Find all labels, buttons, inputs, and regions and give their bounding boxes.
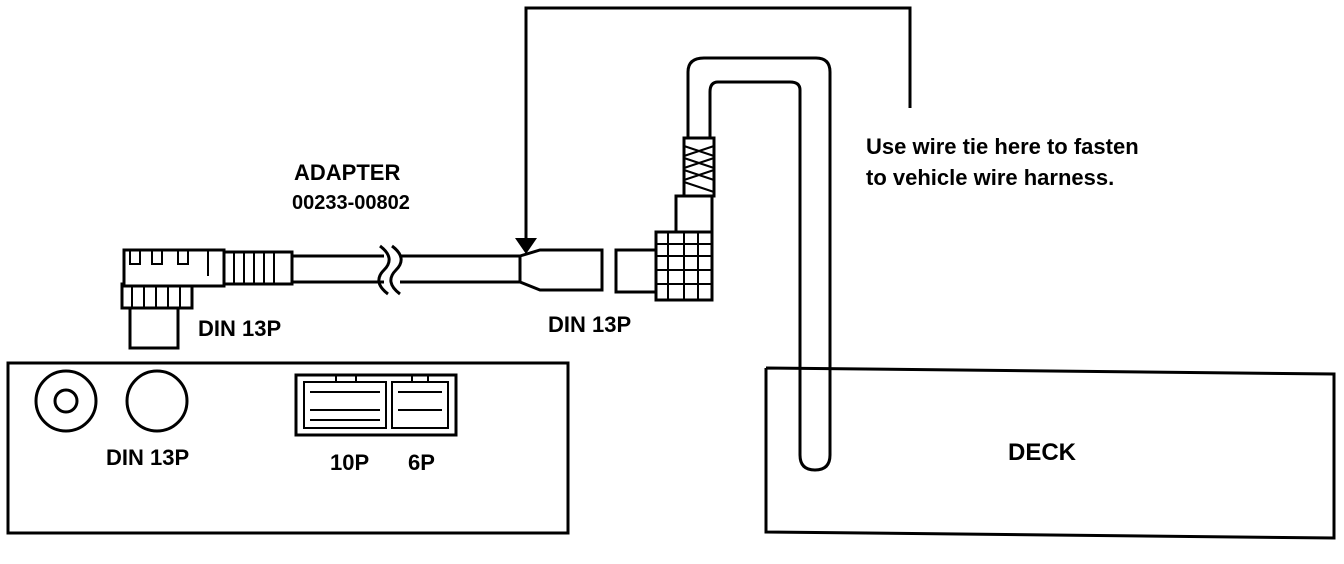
arrow-down-icon — [515, 238, 537, 254]
adapter-cable — [120, 244, 604, 350]
wire-tie-route — [515, 6, 912, 254]
multi-pin-socket-icon — [294, 373, 458, 437]
head-unit: DIN 13P 10P 6P — [6, 361, 570, 535]
rca-jack-icon — [34, 369, 98, 433]
unit-6p-label: 6P — [408, 450, 435, 475]
note-line-1: Use wire tie here to fasten — [866, 134, 1139, 159]
unit-10p-label: 10P — [330, 450, 369, 475]
left-connector-label: DIN 13P — [198, 316, 281, 341]
deck-label: DECK — [1008, 439, 1077, 466]
deck: DECK — [764, 366, 1336, 540]
deck-din-plug — [614, 248, 658, 294]
adapter-title: ADAPTER — [294, 160, 400, 185]
note-line-2: to vehicle wire harness. — [866, 165, 1114, 190]
adapter-part-number: 00233-00802 — [292, 192, 410, 214]
mid-connector-label: DIN 13P — [548, 312, 631, 337]
unit-din-label: DIN 13P — [106, 445, 189, 470]
deck-cable — [614, 56, 832, 472]
din-socket-icon — [125, 369, 189, 433]
